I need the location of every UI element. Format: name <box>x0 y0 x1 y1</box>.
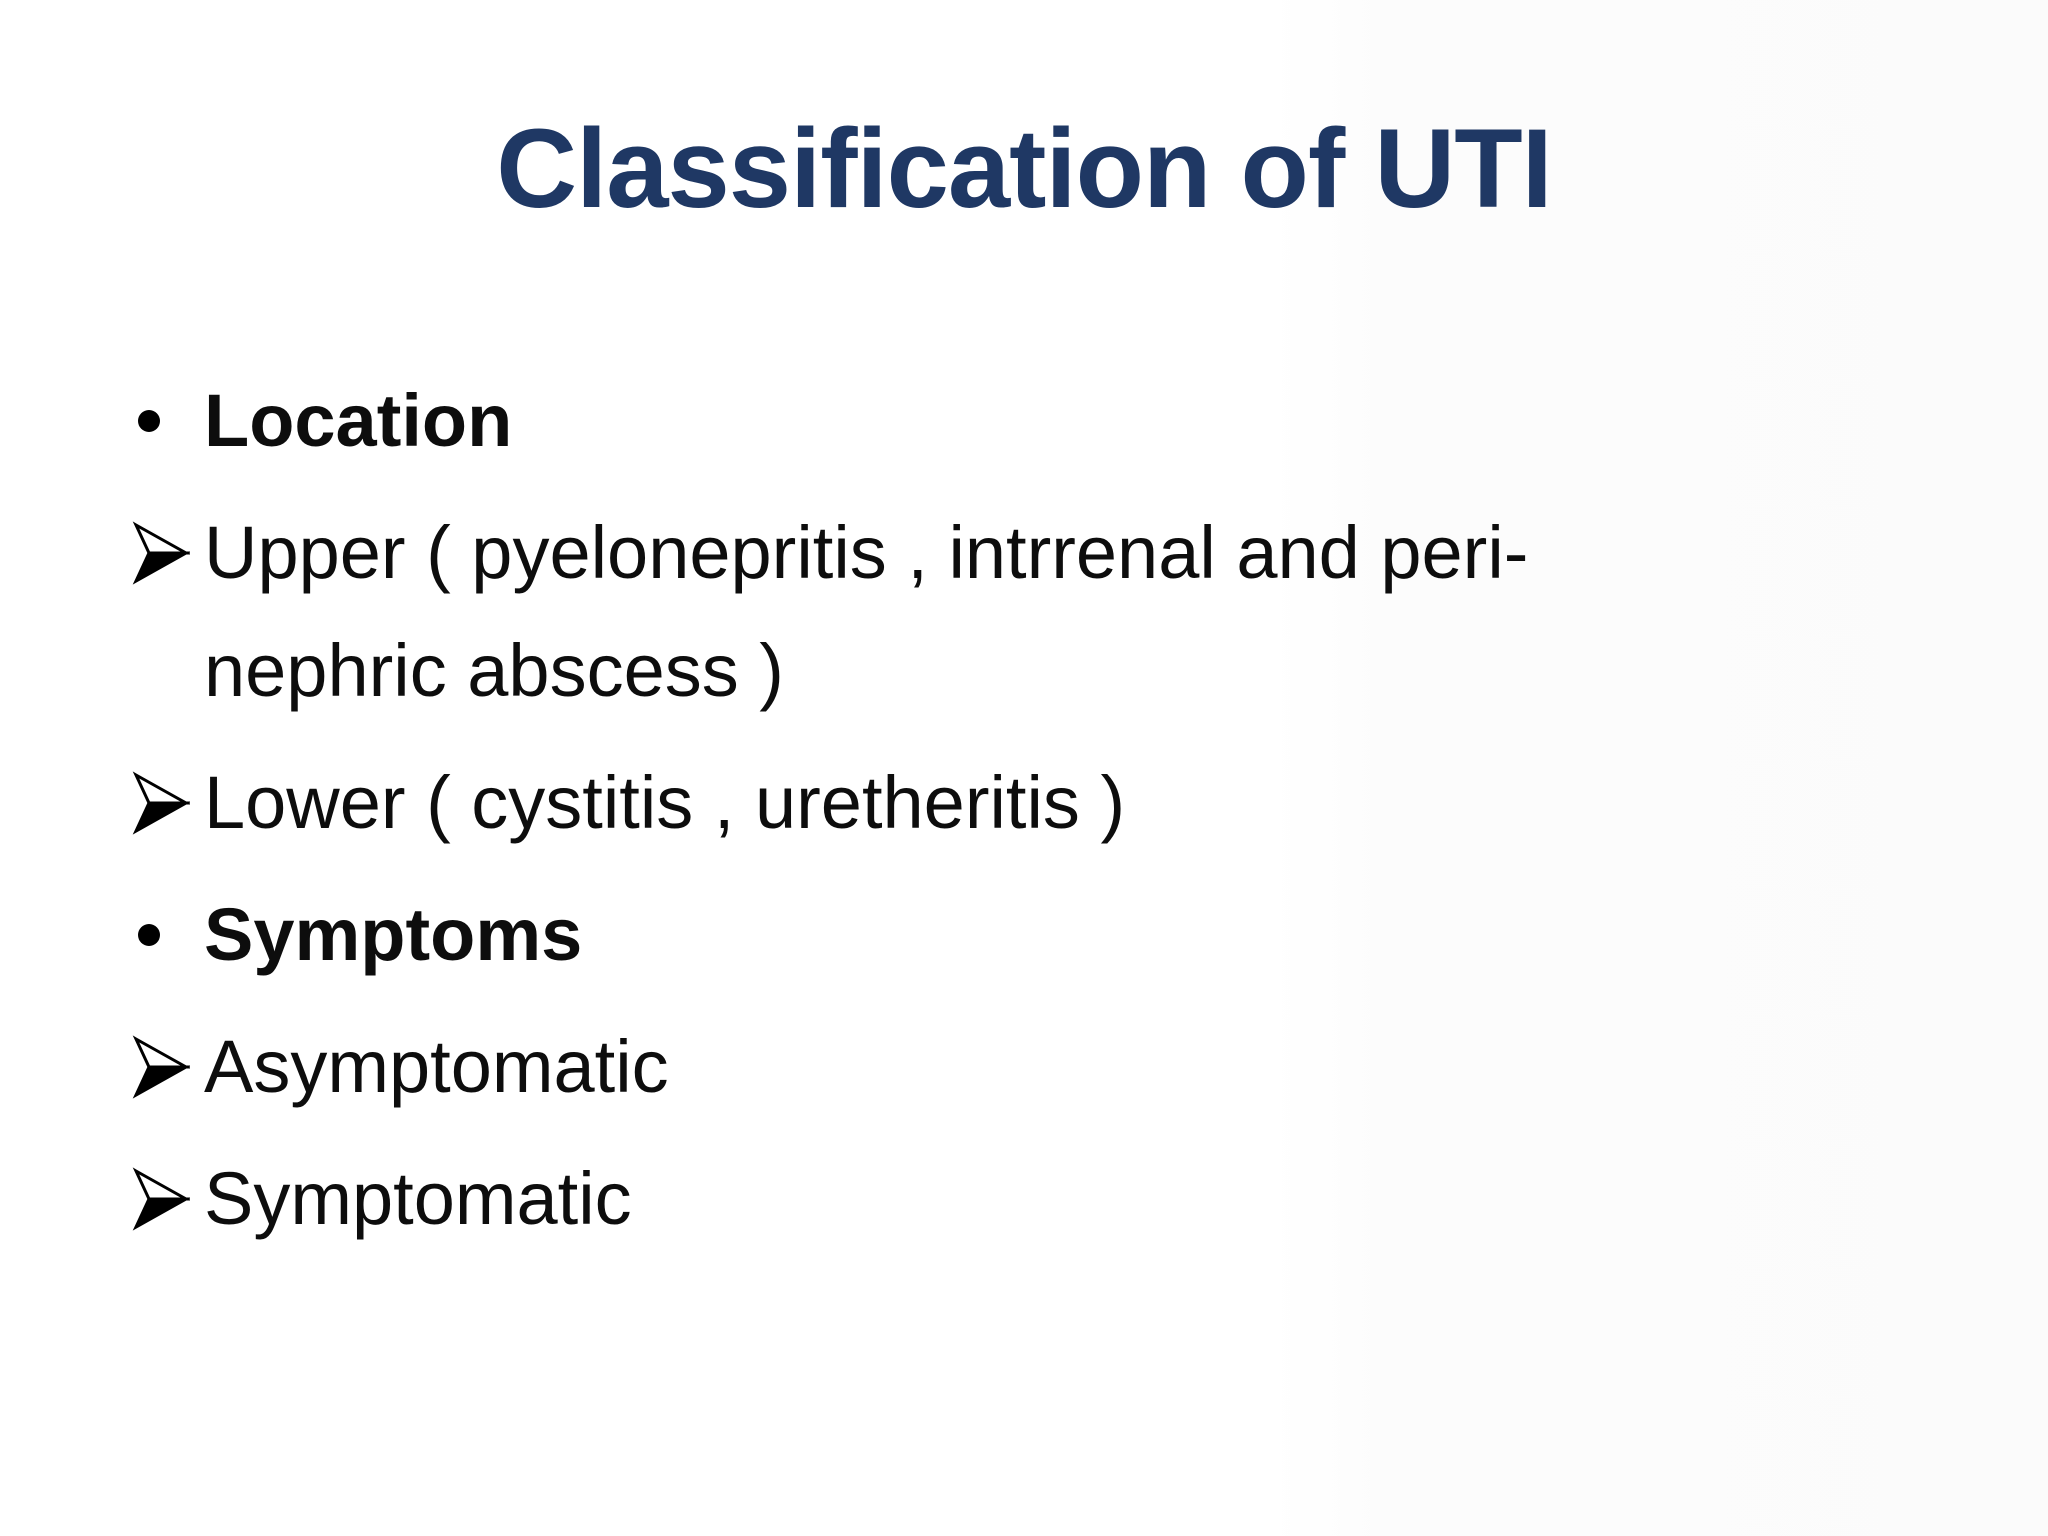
arrow-bullet-icon <box>132 521 190 585</box>
bullet-item: Lower ( cystitis , uretheritis ) <box>130 744 1938 862</box>
bullet-item: Symptoms <box>130 876 1938 994</box>
arrow-bullet-marker <box>130 1008 204 1126</box>
arrow-bullet-icon <box>132 1035 190 1099</box>
dot-bullet-icon <box>138 924 160 946</box>
arrow-bullet-icon <box>132 771 190 835</box>
bullet-item: Location <box>130 362 1938 480</box>
bullet-text: Symptoms <box>204 893 583 976</box>
bullet-text: Asymptomatic <box>204 1025 669 1108</box>
slide-title: Classification of UTI <box>496 106 1553 231</box>
bullet-item: Upper ( pyelonepritis , intrrenal and pe… <box>130 494 1938 730</box>
bullet-text: Location <box>204 379 513 462</box>
arrow-bullet-marker <box>130 744 204 862</box>
dot-bullet-icon <box>138 410 160 432</box>
bullet-text: Symptomatic <box>204 1157 632 1240</box>
bullet-item: Asymptomatic <box>130 1008 1938 1126</box>
bullet-item: Symptomatic <box>130 1140 1938 1258</box>
dot-bullet-icon <box>130 876 204 994</box>
bullet-text: Upper ( pyelonepritis , intrrenal and pe… <box>204 511 1529 712</box>
dot-bullet-icon <box>130 362 204 480</box>
arrow-bullet-marker <box>130 494 204 612</box>
arrow-bullet-icon <box>132 1167 190 1231</box>
bullet-text: Lower ( cystitis , uretheritis ) <box>204 761 1126 844</box>
arrow-bullet-marker <box>130 1140 204 1258</box>
